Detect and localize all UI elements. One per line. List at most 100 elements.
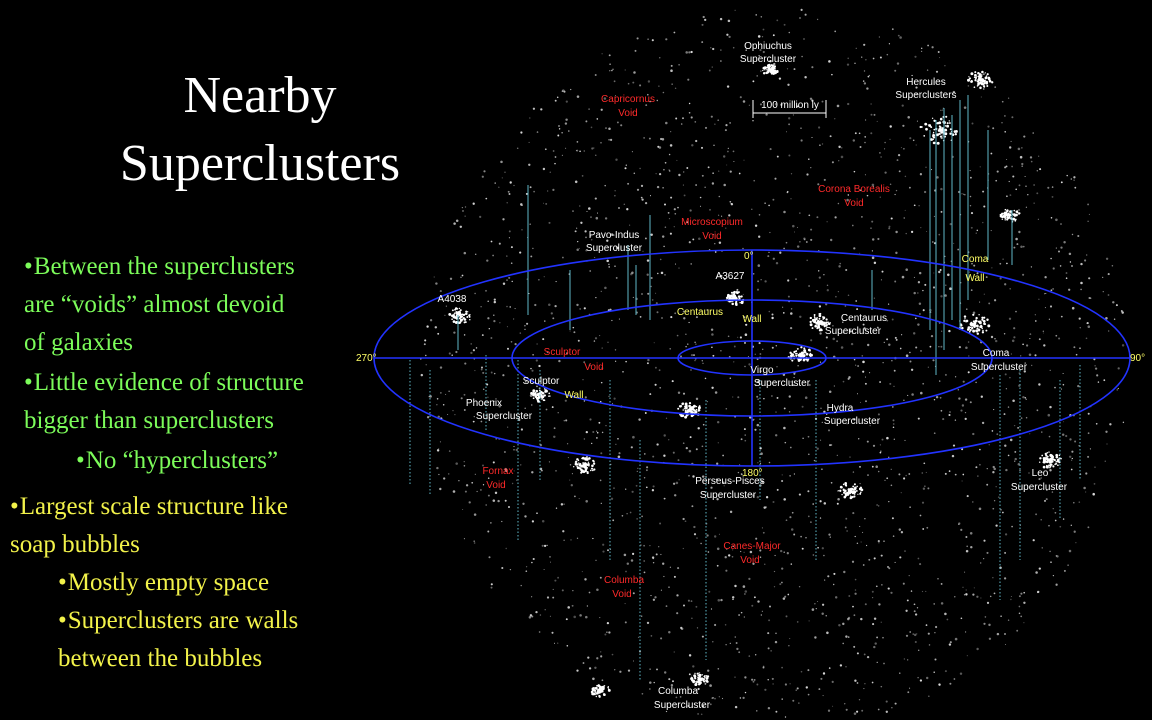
galaxy-dot xyxy=(646,362,649,365)
galaxy-dot xyxy=(672,680,674,683)
galaxy-dot xyxy=(723,278,726,281)
galaxy-dot xyxy=(918,302,922,305)
galaxy-dot xyxy=(905,354,909,357)
galaxy-dot xyxy=(678,267,680,269)
bullet-glyph: • xyxy=(76,447,85,474)
galaxy-dot xyxy=(730,291,733,294)
galaxy-dot xyxy=(807,348,811,352)
galaxy-dot xyxy=(1024,362,1026,364)
galaxy-dot xyxy=(983,86,985,88)
galaxy-dot xyxy=(940,602,944,605)
galaxy-dot xyxy=(611,69,613,72)
galaxy-dot xyxy=(881,270,884,273)
galaxy-dot xyxy=(862,360,865,364)
galaxy-dot xyxy=(790,563,793,565)
galaxy-dot xyxy=(653,681,655,684)
galaxy-dot xyxy=(817,270,820,272)
galaxy-dot xyxy=(885,710,888,713)
galaxy-dot xyxy=(925,471,927,474)
galaxy-dot xyxy=(641,615,643,617)
galaxy-dot xyxy=(810,238,813,241)
galaxy-dot xyxy=(1102,291,1104,293)
galaxy-dot xyxy=(698,676,702,680)
galaxy-dot xyxy=(1062,518,1065,520)
galaxy-dot xyxy=(981,362,984,366)
galaxy-dot xyxy=(584,465,587,469)
galaxy-dot xyxy=(961,326,964,330)
angle-90: 90° xyxy=(1130,353,1145,364)
galaxy-dot xyxy=(576,248,579,252)
galaxy-dot xyxy=(856,393,859,395)
galaxy-dot xyxy=(907,116,910,119)
galaxy-dot xyxy=(964,571,966,573)
galaxy-dot xyxy=(847,493,850,496)
galaxy-dot xyxy=(856,308,859,311)
galaxy-dot xyxy=(788,117,791,120)
galaxy-dot xyxy=(930,138,934,141)
galaxy-dot xyxy=(724,556,727,559)
galaxy-dot xyxy=(1001,218,1003,220)
galaxy-dot xyxy=(890,468,892,470)
galaxy-dot xyxy=(520,464,522,466)
galaxy-dot xyxy=(682,310,685,313)
galaxy-dot xyxy=(742,247,744,250)
galaxy-dot xyxy=(890,591,893,594)
galaxy-dot xyxy=(876,326,879,329)
galaxy-dot xyxy=(839,489,842,492)
galaxy-dot xyxy=(826,289,829,292)
galaxy-dot xyxy=(1004,633,1006,635)
galaxy-dot xyxy=(704,377,707,380)
galaxy-dot xyxy=(960,282,962,284)
galaxy-dot xyxy=(662,187,664,189)
galaxy-dot xyxy=(911,393,914,396)
galaxy-dot xyxy=(1093,483,1096,485)
galaxy-dot xyxy=(1038,461,1041,463)
galaxy-dot xyxy=(986,73,989,76)
galaxy-dot xyxy=(958,522,961,525)
galaxy-dot xyxy=(451,318,453,321)
galaxy-dot xyxy=(810,521,812,523)
galaxy-dot xyxy=(834,596,838,599)
galaxy-dot xyxy=(688,404,691,408)
galaxy-dot xyxy=(737,471,740,474)
galaxy-dot xyxy=(543,399,546,402)
galaxy-dot xyxy=(718,696,720,698)
galaxy-dot xyxy=(1020,245,1023,248)
galaxy-dot xyxy=(615,443,617,445)
galaxy-dot xyxy=(819,144,821,147)
galaxy-dot xyxy=(809,323,813,327)
galaxy-dot xyxy=(879,451,882,454)
galaxy-dot xyxy=(933,128,936,131)
galaxy-dot xyxy=(1080,281,1083,285)
galaxy-dot xyxy=(1049,550,1051,553)
galaxy-dot xyxy=(993,299,997,302)
galaxy-dot xyxy=(574,462,578,466)
galaxy-dot xyxy=(539,614,542,616)
galaxy-dot xyxy=(1028,353,1032,356)
galaxy-dot xyxy=(898,170,901,173)
galaxy-dot xyxy=(725,569,728,572)
galaxy-dot xyxy=(962,586,964,588)
galaxy-dot xyxy=(808,620,810,622)
galaxy-dot xyxy=(774,177,777,180)
galaxy-dot xyxy=(811,66,814,69)
galaxy-dot xyxy=(471,481,474,484)
galaxy-dot xyxy=(978,326,980,328)
galaxy-dot xyxy=(886,53,889,56)
galaxy-dot xyxy=(485,197,488,200)
galaxy-dot xyxy=(1044,307,1046,309)
galaxy-dot xyxy=(1060,246,1063,249)
galaxy-dot xyxy=(905,609,908,612)
galaxy-dot xyxy=(986,601,990,605)
galaxy-dot xyxy=(877,470,880,473)
galaxy-dot xyxy=(732,598,734,601)
galaxy-dot xyxy=(1010,595,1012,598)
galaxy-dot xyxy=(726,548,728,550)
galaxy-dot xyxy=(992,577,994,579)
galaxy-dot xyxy=(915,93,917,95)
galaxy-dot xyxy=(557,124,561,128)
galaxy-dot xyxy=(597,684,600,687)
galaxy-dot xyxy=(944,670,947,673)
galaxy-dot xyxy=(864,518,866,520)
galaxy-dot xyxy=(663,454,666,457)
